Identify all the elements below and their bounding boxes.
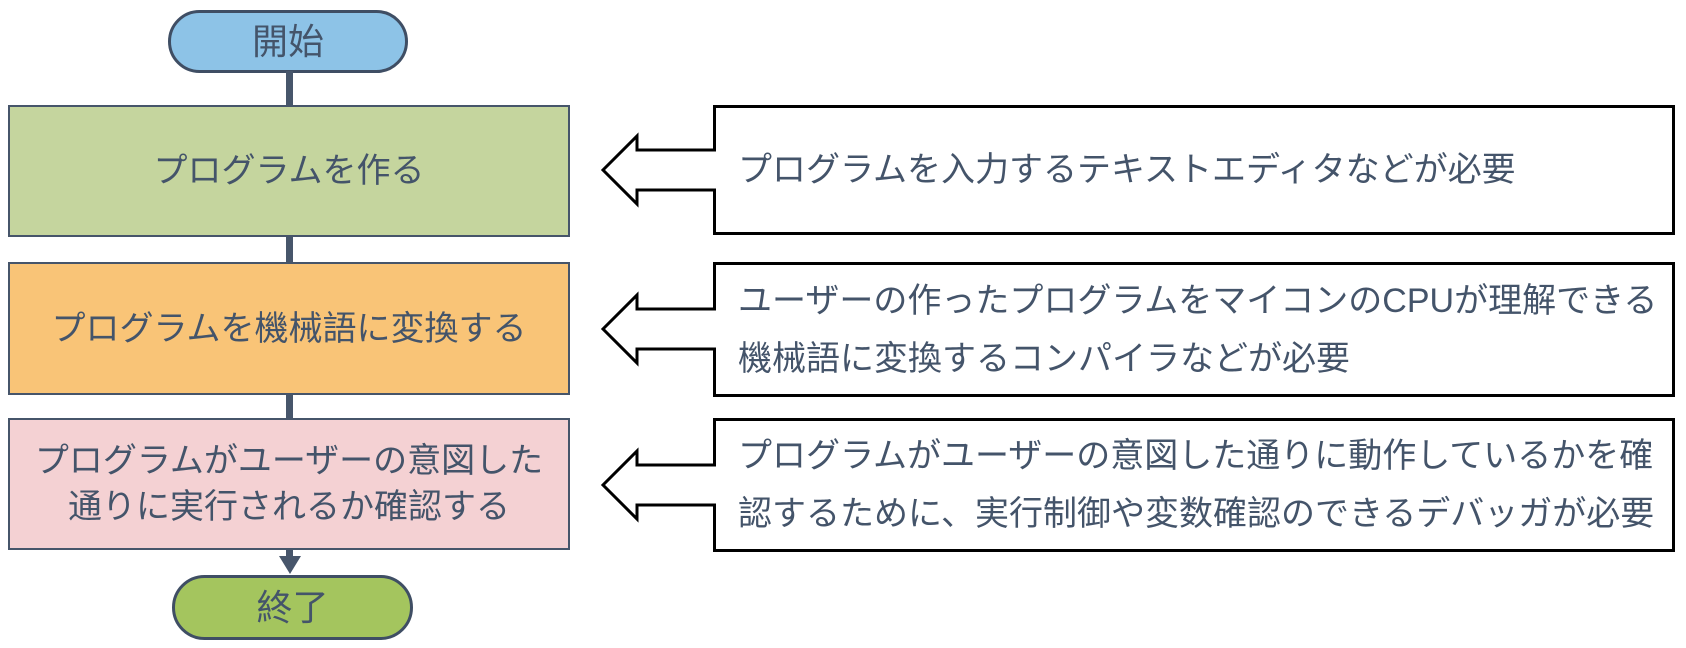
connector-step3-end	[286, 550, 293, 558]
flow-step-verify-program: プログラムがユーザーの意図した 通りに実行されるか確認する	[8, 418, 570, 550]
annotation-line: プログラムを入力するテキストエディタなどが必要	[738, 151, 1516, 189]
flow-node-start-label: 開始	[251, 20, 324, 62]
annotation-line: ユーザーの作ったプログラムをマイコンのCPUが理解できる	[738, 281, 1658, 320]
left-block-arrow-icon	[600, 291, 716, 367]
annotation-line: 認するために、実行制御や変数確認のできるデバッガが必要	[738, 495, 1655, 533]
flow-step-label-line: 通りに実行されるか確認する	[68, 488, 510, 526]
annotation-line: 機械語に変換するコンパイラなどが必要	[738, 339, 1350, 378]
left-block-arrow-icon	[600, 447, 716, 523]
connector-start-step1	[286, 71, 293, 107]
connector-step1-step2	[286, 237, 293, 262]
annotation-debugger: プログラムがユーザーの意図した通りに動作しているかを確 認するために、実行制御や…	[713, 418, 1675, 552]
annotation-compiler: ユーザーの作ったプログラムをマイコンのCPUが理解できる 機械語に変換するコンパ…	[713, 262, 1675, 397]
flow-node-start: 開始	[168, 10, 408, 73]
flow-step-compile-program: プログラムを機械語に変換する	[8, 262, 570, 395]
connector-step2-step3	[286, 395, 293, 418]
flow-node-end: 終了	[172, 575, 413, 640]
flow-step-label-line: プログラムがユーザーの意図した	[34, 442, 544, 480]
flow-step-create-program: プログラムを作る	[8, 105, 570, 237]
flow-node-end-label: 終了	[256, 586, 329, 628]
left-block-arrow-icon	[600, 132, 716, 208]
annotation-text-editor: プログラムを入力するテキストエディタなどが必要	[713, 105, 1675, 235]
flow-step-label: プログラムを作る	[153, 152, 425, 190]
flow-step-label: プログラムを機械語に変換する	[51, 309, 527, 348]
annotation-line: プログラムがユーザーの意図した通りに動作しているかを確	[738, 437, 1654, 475]
down-arrowhead-icon	[279, 556, 301, 574]
